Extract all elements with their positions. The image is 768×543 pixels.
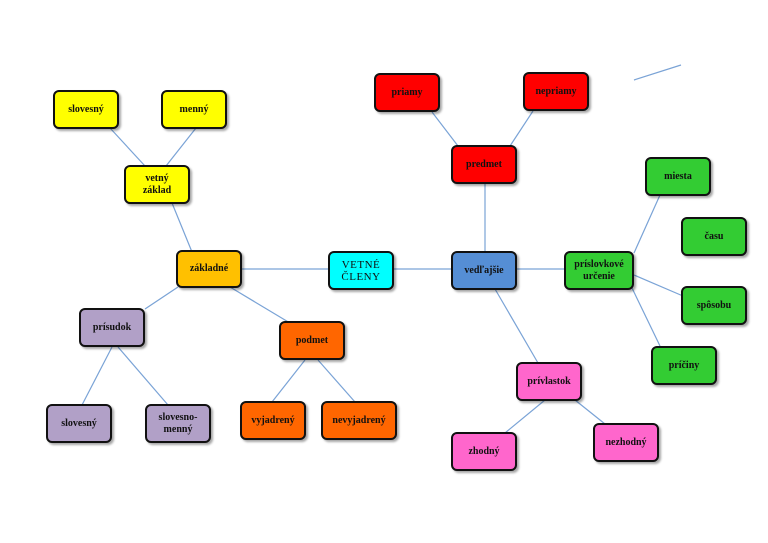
connector-privlastok-zhodny [504, 399, 546, 434]
connector-prislovkove-miesta [633, 194, 661, 254]
connector-zakladne-prisudok [144, 286, 179, 310]
node-slovesny-top: slovesný [53, 90, 119, 129]
node-nezhodny: nezhodný [593, 423, 659, 462]
node-vetne-cleny: VETNÉ ČLENY [328, 251, 394, 290]
connector-privlastok-nezhodny [574, 399, 606, 425]
node-vedlajsie: vedľajšie [451, 251, 517, 290]
node-prisudok: prísudok [79, 308, 145, 347]
connector-podmet-vyjadreny [271, 359, 306, 403]
connector-prisudok-slovesny [81, 346, 113, 406]
node-casu: času [681, 217, 747, 256]
node-slovesny-bottom: slovesný [46, 404, 112, 443]
connector-vedlajsie-privlastok [494, 288, 539, 364]
node-vetny-zaklad: vetný základ [124, 165, 190, 204]
stray-line [633, 64, 682, 81]
node-slovesno-menny: slovesno- menný [145, 404, 211, 443]
node-menny: menný [161, 90, 227, 129]
node-vyjadreny: vyjadrený [240, 401, 306, 440]
node-nepriamy: nepriamy [523, 72, 589, 111]
node-miesta: miesta [645, 157, 711, 196]
connector-prisudok-slovesno-menny [117, 346, 169, 406]
connector-prislovkove-sposobu [633, 274, 684, 297]
connector-vetny-zaklad-slovesny [109, 127, 146, 167]
node-predmet: predmet [451, 145, 517, 184]
node-privlastok: prívlastok [516, 362, 582, 401]
node-zakladne: základné [176, 250, 242, 288]
node-zhodny: zhodný [451, 432, 517, 471]
connector-zakladne-vetny-zaklad [171, 202, 193, 253]
node-priciny: príčiny [651, 346, 717, 385]
node-podmet: podmet [279, 321, 345, 360]
node-priamy: priamy [374, 73, 440, 112]
connector-podmet-nevyjadreny [317, 359, 356, 403]
connector-predmet-priamy [431, 111, 459, 147]
connector-predmet-nepriamy [509, 110, 534, 147]
node-sposobu: spôsobu [681, 286, 747, 325]
node-prislovkove-urcenie: príslovkové určenie [564, 251, 634, 290]
connector-prislovkove-priciny [631, 287, 661, 347]
connector-zakladne-podmet [229, 286, 291, 324]
connector-vetny-zaklad-menny [165, 127, 197, 167]
node-nevyjadreny: nevyjadrený [321, 401, 397, 440]
